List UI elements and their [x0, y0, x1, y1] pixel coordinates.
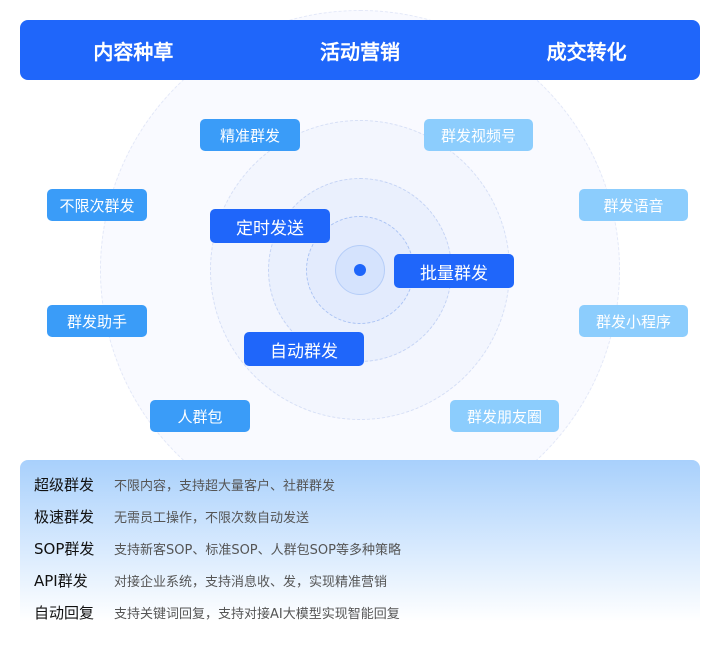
tag-crowd: 人群包	[150, 400, 250, 432]
feature-desc: 支持关键词回复，支持对接AI大模型实现智能回复	[114, 606, 400, 622]
tab-content-seeding[interactable]: 内容种草	[93, 39, 174, 64]
tag-voice: 群发语音	[579, 189, 688, 221]
feature-title: 超级群发	[34, 475, 95, 494]
tab-conversion[interactable]: 成交转化	[546, 39, 627, 64]
tag-moments: 群发朋友圈	[450, 400, 559, 432]
feature-title: API群发	[34, 571, 88, 590]
tag-auto: 自动群发	[244, 332, 364, 366]
feature-row: API群发 对接企业系统，支持消息收、发，实现精准营销	[34, 564, 686, 596]
feature-desc: 不限内容，支持超大量客户、社群群发	[114, 478, 336, 494]
feature-desc: 对接企业系统，支持消息收、发，实现精准营销	[114, 574, 388, 590]
tag-precise: 精准群发	[200, 119, 300, 151]
tag-unlimited: 不限次群发	[47, 189, 147, 221]
top-tabs: 内容种草 活动营销 成交转化	[20, 20, 700, 80]
tag-assistant: 群发助手	[47, 305, 147, 337]
feature-title: 极速群发	[34, 507, 95, 526]
feature-row: 自动回复 支持关键词回复，支持对接AI大模型实现智能回复	[34, 596, 686, 628]
tag-scheduled: 定时发送	[210, 209, 330, 243]
tab-campaign-marketing[interactable]: 活动营销	[320, 39, 400, 64]
feature-row: 超级群发 不限内容，支持超大量客户、社群群发	[34, 468, 686, 500]
feature-row: SOP群发 支持新客SOP、标准SOP、人群包SOP等多种策略	[34, 532, 686, 564]
feature-desc: 无需员工操作，不限次数自动发送	[114, 510, 310, 526]
center-dot	[354, 264, 366, 276]
feature-title: SOP群发	[34, 539, 95, 558]
feature-title: 自动回复	[34, 603, 95, 622]
tag-video: 群发视频号	[424, 119, 533, 151]
feature-desc: 支持新客SOP、标准SOP、人群包SOP等多种策略	[114, 542, 401, 558]
tag-miniprogram: 群发小程序	[579, 305, 688, 337]
feature-panel: 超级群发 不限内容，支持超大量客户、社群群发 极速群发 无需员工操作，不限次数自动发…	[20, 460, 700, 630]
tag-batch: 批量群发	[394, 254, 514, 288]
feature-row: 极速群发 无需员工操作，不限次数自动发送	[34, 500, 686, 532]
